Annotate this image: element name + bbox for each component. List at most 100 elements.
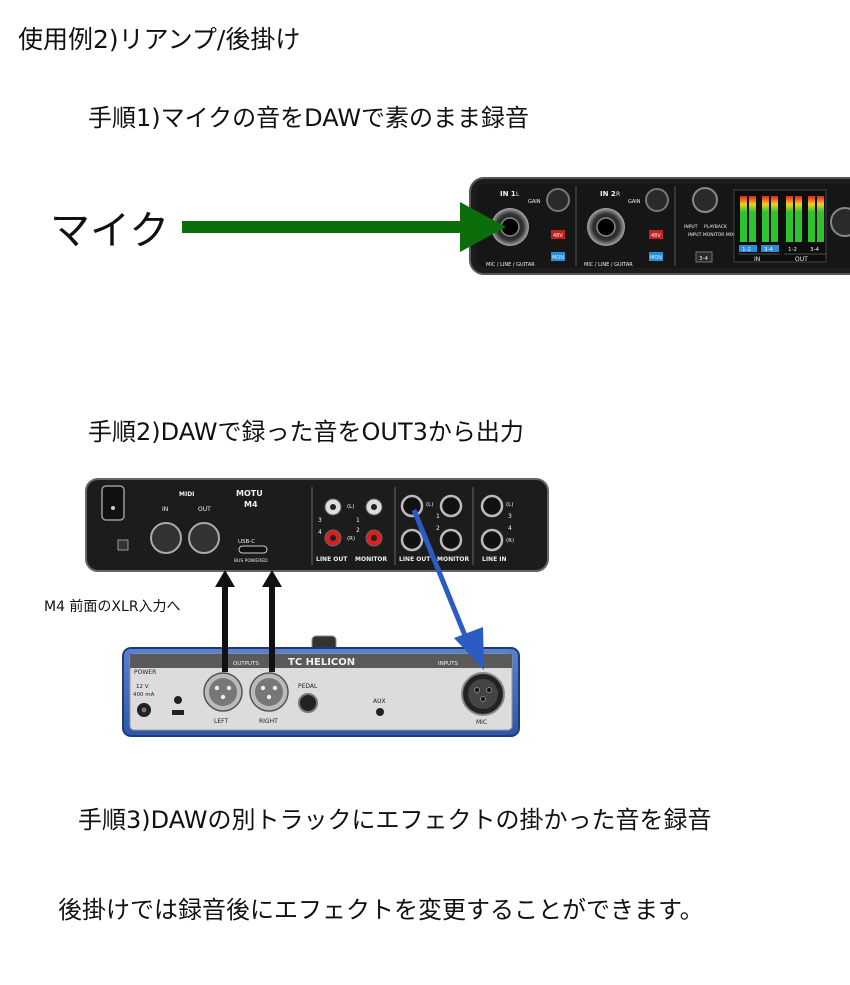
usb-c-port xyxy=(238,545,268,554)
meter-out-1 xyxy=(786,196,793,242)
inputs-label: INPUTS xyxy=(438,661,458,667)
trs-monitor-label: MONITOR xyxy=(437,556,470,563)
meter-in-1-2-label: 1-2 xyxy=(742,247,751,253)
in2-mon-label: MON xyxy=(650,255,662,261)
meter-out-1-2-label: 1-2 xyxy=(788,247,797,253)
in1-48v-button[interactable] xyxy=(551,230,565,239)
model-label: M4 xyxy=(244,500,258,509)
footer-note: 後掛けでは録音後にエフェクトを変更することができます。 xyxy=(58,896,704,924)
line-in-label: LINE IN xyxy=(482,556,507,563)
left-label: LEFT xyxy=(214,718,228,725)
trs-1-label: 1 xyxy=(436,513,440,520)
midi-in-label: IN xyxy=(162,506,168,513)
monitor-mix-label: INPUT MONITOR MIX xyxy=(688,232,734,238)
meter-in-2 xyxy=(749,196,756,242)
in2-48v-label: 48V xyxy=(651,233,661,239)
trs-l-label: (L) xyxy=(426,502,433,508)
rca-2-label: 2 xyxy=(356,527,360,534)
brand-label: MOTU xyxy=(236,489,263,498)
meter-in-4 xyxy=(771,196,778,242)
trs-2-label: 2 xyxy=(436,525,440,532)
line-in-r-label: (R) xyxy=(506,538,514,544)
line-in-3-label: 3 xyxy=(508,513,512,520)
rca-line-out-label: LINE OUT xyxy=(316,556,348,563)
line-in-jack-3 xyxy=(480,494,504,518)
monitor-mix-input-label: INPUT xyxy=(684,224,698,230)
xlr-input-note: M4 前面のXLR入力へ xyxy=(44,599,181,615)
line-out-jack-1 xyxy=(439,494,463,518)
mix-3-4-button[interactable] xyxy=(695,251,713,263)
midi-out-port xyxy=(188,522,220,554)
in1-mon-label: MON xyxy=(552,255,564,261)
meter-out-label: OUT xyxy=(795,256,808,263)
bus-powered-label: BUS POWERED xyxy=(234,558,268,564)
monitor-mix-knob[interactable] xyxy=(692,187,718,213)
in2-gain-label: GAIN xyxy=(628,199,641,205)
in1-mon-button[interactable] xyxy=(551,252,565,261)
line-in-4-label: 4 xyxy=(508,525,512,532)
tc-brand-label: TC HELICON xyxy=(288,657,355,668)
rca-3-label: 3 xyxy=(318,517,322,524)
line-out-jack-4 xyxy=(400,528,424,552)
midi-label: MIDI xyxy=(179,491,194,498)
rca-monitor-label: MONITOR xyxy=(355,556,388,563)
usb-c-label: USB-C xyxy=(238,539,255,545)
in2-gain-knob[interactable] xyxy=(645,188,669,212)
meter-out-2 xyxy=(795,196,802,242)
midi-in-port xyxy=(150,522,182,554)
in2-label: IN 2 xyxy=(600,190,616,198)
trs-line-out-label: LINE OUT xyxy=(399,556,431,563)
page-title: 使用例2)リアンプ/後掛け xyxy=(18,25,301,54)
right-label: RIGHT xyxy=(259,718,278,725)
rca-4-label: 4 xyxy=(318,529,322,536)
pedal-label: PEDAL xyxy=(298,683,318,690)
step-1-caption: 手順1)マイクの音をDAWで素のまま録音 xyxy=(88,104,530,132)
voltage-label: 12 V xyxy=(136,684,149,690)
kensington-lock-icon xyxy=(117,539,129,551)
line-in-l-label: (L) xyxy=(506,502,513,508)
aux-label: AUX xyxy=(373,698,386,705)
in2-jack-caption: MIC / LINE / GUITAR xyxy=(584,262,633,268)
current-label: 400 mA xyxy=(133,692,155,698)
in2-mon-button[interactable] xyxy=(649,252,663,261)
power-label: POWER xyxy=(134,669,156,676)
outputs-label: OUTPUTS xyxy=(233,661,259,667)
step-3-caption: 手順3)DAWの別トラックにエフェクトの掛かった音を録音 xyxy=(78,806,712,834)
meter-in-1 xyxy=(740,196,747,242)
meter-in-label: IN xyxy=(754,256,760,263)
line-out-jack-3 xyxy=(400,494,424,518)
motu-m4-rear-panel: MIDI IN OUT MOTU M4 USB-C BUS POWERED 3 … xyxy=(85,478,549,572)
in2-side-label: R xyxy=(616,191,620,198)
midi-out-label: OUT xyxy=(198,506,211,513)
main-volume-knob[interactable] xyxy=(830,207,850,237)
in1-jack-caption: MIC / LINE / GUITAR xyxy=(486,262,535,268)
in1-gain-knob[interactable] xyxy=(546,188,570,212)
in1-label: IN 1 xyxy=(500,190,516,198)
rca-r-label: (R) xyxy=(347,536,355,542)
in1-side-label: L xyxy=(516,191,520,198)
pedal-jack xyxy=(298,693,318,713)
rca-l-label: (L) xyxy=(347,504,354,510)
meter-out-3-4-label: 3-4 xyxy=(810,247,819,253)
meter-out-4 xyxy=(817,196,824,242)
usb-port xyxy=(172,710,184,715)
step-2-caption: 手順2)DAWで録った音をOUT3から出力 xyxy=(88,418,524,446)
mic-to-input-arrow xyxy=(182,202,506,252)
xlr-output-arrows xyxy=(215,570,282,672)
meter-in-3-4-label: 3-4 xyxy=(764,247,773,253)
mic-label: マイク xyxy=(50,208,170,254)
mic-label-tc: MIC xyxy=(476,719,487,726)
in1-48v-label: 48V xyxy=(553,233,563,239)
mix-3-4-label: 3-4 xyxy=(699,256,708,262)
monitor-mix-playback-label: PLAYBACK xyxy=(704,224,728,230)
line-out-jack-2 xyxy=(439,528,463,552)
meter-in-3 xyxy=(762,196,769,242)
tc-helicon-rear-panel: TC HELICON OUTPUTS INPUTS POWER 12 V 400… xyxy=(122,635,520,737)
line-in-jack-4 xyxy=(480,528,504,552)
rca-1-label: 1 xyxy=(356,517,360,524)
meter-out-3 xyxy=(808,196,815,242)
power-switch[interactable] xyxy=(101,485,125,521)
headphone-jack xyxy=(174,696,182,704)
in2-48v-button[interactable] xyxy=(649,230,663,239)
